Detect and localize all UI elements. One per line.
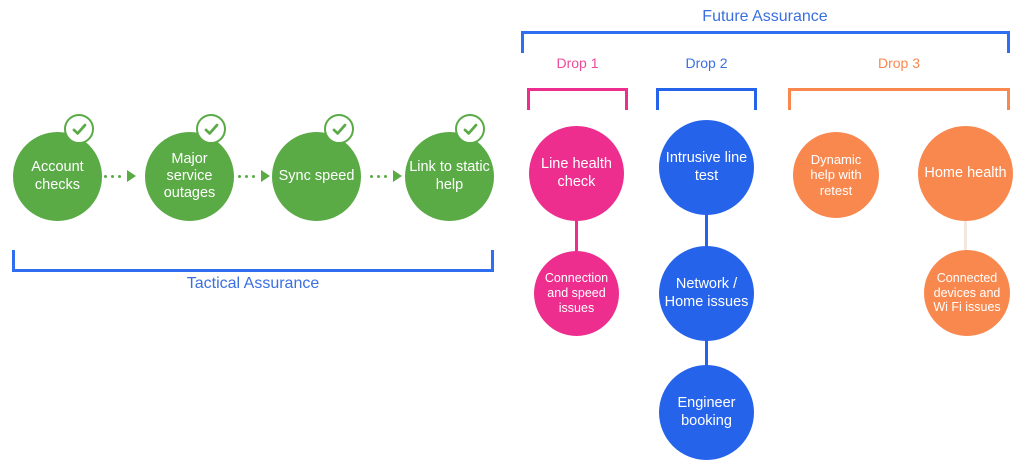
tactical-assurance-bracket <box>12 250 494 272</box>
tactical-step-major-service-outages[interactable]: Major service outages <box>145 132 234 221</box>
drop-3-bracket <box>788 88 1010 110</box>
tactical-step-link-to-static-help[interactable]: Link to static help <box>405 132 494 221</box>
connector-dot <box>384 174 387 178</box>
drop-2-bracket <box>656 88 757 110</box>
orange-column-connector <box>964 215 967 255</box>
connector-dot <box>370 174 373 178</box>
arrow-head-icon <box>127 170 136 182</box>
future-node-label: Home health <box>924 164 1007 181</box>
arrow-head-icon <box>261 170 270 182</box>
future-node-label: Line health check <box>541 156 612 190</box>
check-badge-3 <box>324 114 354 144</box>
check-badge-1 <box>64 114 94 144</box>
blue-column-connector-2 <box>705 330 708 370</box>
tactical-step-sync-speed[interactable]: Sync speed <box>272 132 361 221</box>
connector-dot <box>111 174 114 178</box>
future-node-label: Engineer booking <box>677 395 736 429</box>
future-node-home-health[interactable]: Home health <box>918 126 1013 221</box>
future-node-label: Dynamic help with retest <box>810 152 862 198</box>
future-node-intrusive-line-test[interactable]: Intrusive line test <box>659 120 754 215</box>
check-badge-4 <box>455 114 485 144</box>
future-assurance-caption: Future Assurance <box>702 8 828 25</box>
future-assurance-bracket <box>521 31 1010 53</box>
future-node-label: Network / Home issues <box>664 276 749 310</box>
future-node-connected-devices-and-wifi-issues[interactable]: Connected devices and Wi Fi issues <box>924 250 1010 336</box>
future-node-label: Intrusive line test <box>665 150 748 184</box>
check-badge-2 <box>196 114 226 144</box>
future-node-label: Connected devices and Wi Fi issues <box>933 270 1001 315</box>
tactical-step-label: Sync speed <box>278 167 355 184</box>
connector-dot <box>118 174 121 178</box>
connector-dot <box>377 174 380 178</box>
future-node-connection-and-speed-issues[interactable]: Connection and speed issues <box>534 251 619 336</box>
future-node-dynamic-help-with-retest[interactable]: Dynamic help with retest <box>793 132 879 218</box>
tactical-assurance-caption: Tactical Assurance <box>186 275 320 292</box>
tactical-step-label: Account checks <box>31 159 84 193</box>
future-node-network-home-issues[interactable]: Network / Home issues <box>659 246 754 341</box>
tactical-step-label: Major service outages <box>163 150 216 202</box>
check-icon <box>463 123 477 135</box>
connector-dot <box>238 174 241 178</box>
drop-3-caption: Drop 3 <box>877 55 921 71</box>
future-node-engineer-booking[interactable]: Engineer booking <box>659 365 754 460</box>
step-connector-3 <box>370 170 402 182</box>
future-node-label: Connection and speed issues <box>544 271 609 315</box>
connector-dot <box>104 174 107 178</box>
connector-dot <box>252 174 255 178</box>
check-icon <box>204 123 218 135</box>
blue-column-connector-1 <box>705 210 708 250</box>
future-node-line-health-check[interactable]: Line health check <box>529 126 624 221</box>
check-icon <box>72 123 86 135</box>
drop-1-bracket <box>527 88 628 110</box>
check-icon <box>332 123 346 135</box>
arrow-head-icon <box>393 170 402 182</box>
drop-1-caption: Drop 1 <box>556 55 599 71</box>
pink-column-connector <box>575 215 578 255</box>
connector-dot <box>245 174 248 178</box>
step-connector-1 <box>104 170 136 182</box>
drop-2-caption: Drop 2 <box>685 55 728 71</box>
step-connector-2 <box>238 170 270 182</box>
tactical-step-label: Link to static help <box>409 159 490 193</box>
tactical-step-account-checks[interactable]: Account checks <box>13 132 102 221</box>
